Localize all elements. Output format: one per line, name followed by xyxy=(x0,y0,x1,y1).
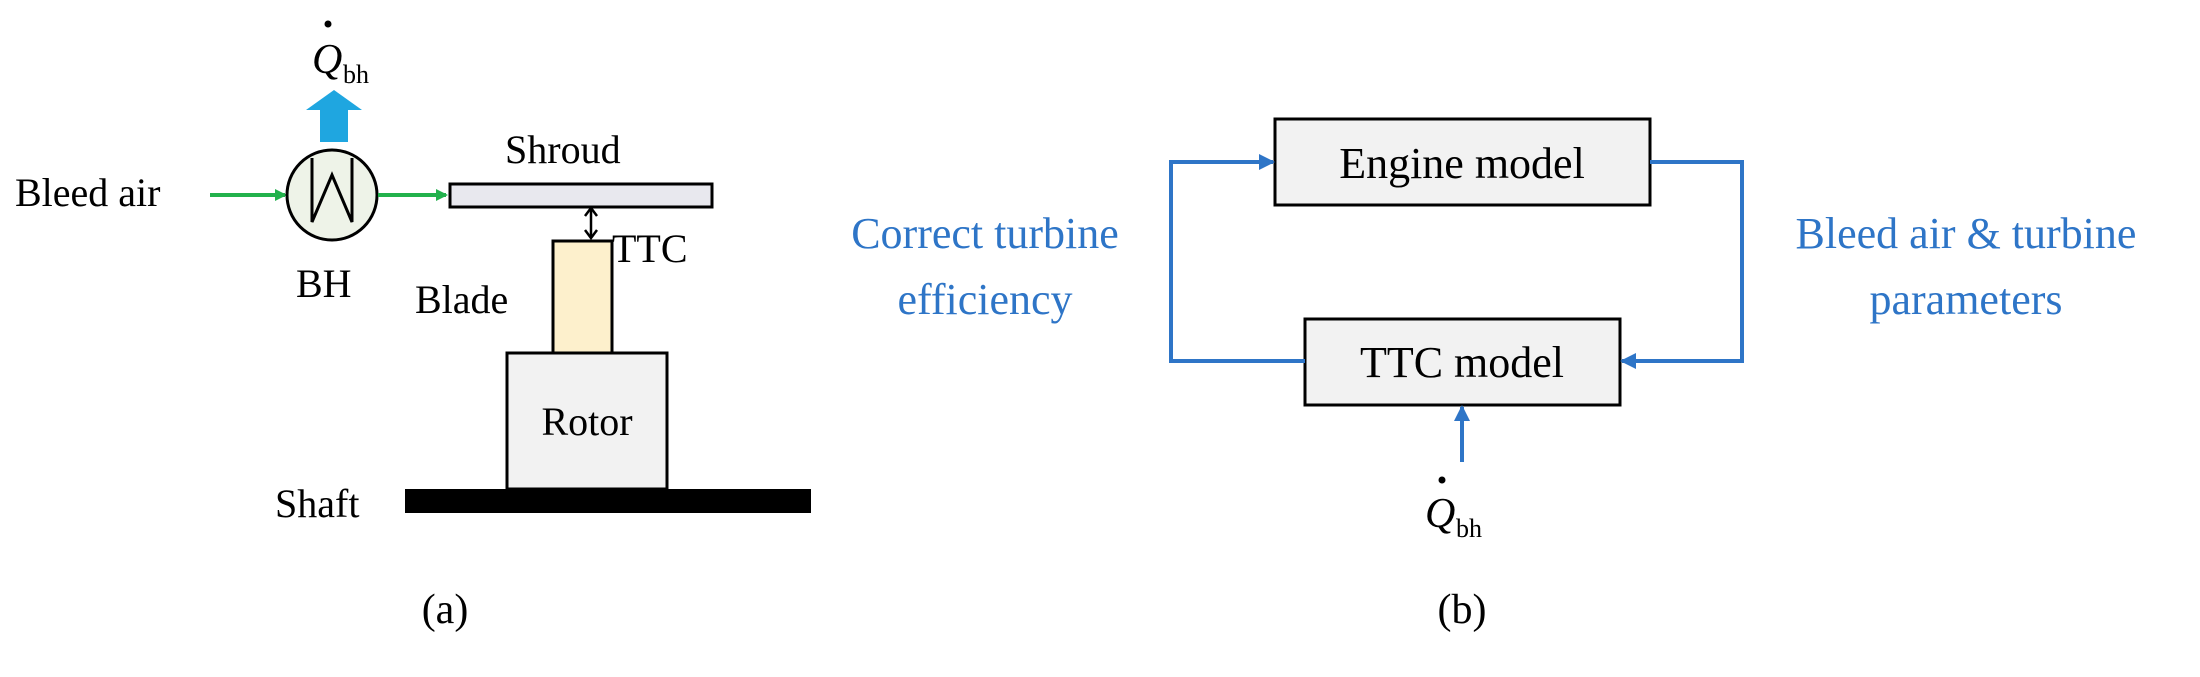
shaft-label: Shaft xyxy=(275,481,359,526)
ttc-model-label: TTC model xyxy=(1360,338,1564,387)
ttc-gap-indicator xyxy=(584,205,598,241)
forward-arrow-right xyxy=(1620,160,1744,369)
heat-out-arrow xyxy=(306,90,362,142)
q-subscript: bh xyxy=(343,60,369,89)
shroud xyxy=(448,182,714,209)
left-label-line1: Correct turbine xyxy=(851,209,1119,258)
right-label-line1: Bleed air & turbine xyxy=(1796,209,2137,258)
rotor-label: Rotor xyxy=(541,399,632,444)
rotor xyxy=(505,351,669,491)
caption-b: (b) xyxy=(1438,587,1487,633)
engine-model-box xyxy=(1273,117,1652,207)
q-subscript-b: bh xyxy=(1456,514,1482,543)
ttc-model-box xyxy=(1303,317,1622,407)
shaft xyxy=(405,489,811,513)
left-label-line2: efficiency xyxy=(897,275,1072,324)
bleed-air-label: Bleed air xyxy=(15,170,161,215)
bleed-heater xyxy=(285,148,379,242)
ttc-label: TTC xyxy=(612,226,688,271)
panel-a: Q bh Bleed air BH Shroud TTC Blade xyxy=(15,20,811,633)
blade-label: Blade xyxy=(415,277,508,322)
panel-b: Engine model TTC model Q bh Correct turb… xyxy=(851,117,2137,633)
heat-input-label: Q bh xyxy=(1425,476,1482,543)
right-label-line2: parameters xyxy=(1870,275,2063,324)
shroud-label: Shroud xyxy=(505,127,621,172)
q-symbol: Q xyxy=(312,37,342,83)
engine-model-label: Engine model xyxy=(1339,139,1585,188)
caption-a: (a) xyxy=(422,587,469,633)
heat-output-label: Q bh xyxy=(312,20,369,89)
feedback-arrow-left xyxy=(1169,154,1305,363)
q-symbol-b: Q xyxy=(1425,491,1455,537)
blade xyxy=(551,239,614,355)
bh-label: BH xyxy=(296,261,352,306)
